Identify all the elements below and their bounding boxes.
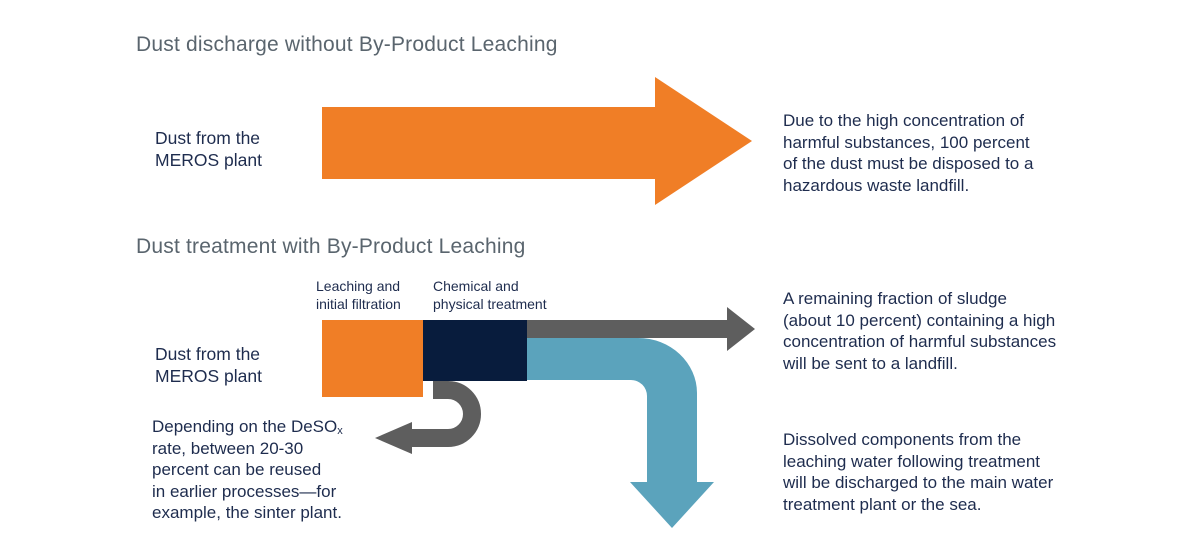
section1-source-label: Dust from the MEROS plant [155, 128, 262, 170]
reuse-note-prefix: Depending on the DeSO [152, 417, 338, 436]
reuse-note-suffix: rate, between 20-30 percent can be reuse… [152, 438, 342, 522]
discharge-result-text: Due to the high concentration of harmful… [783, 111, 1034, 195]
water-result-text: Dissolved components from the leaching w… [783, 430, 1054, 514]
discharge-arrow-icon [322, 77, 752, 205]
reuse-return-arrow-icon [412, 381, 482, 447]
reuse-return-arrowhead-icon [375, 422, 412, 454]
sludge-result-text: A remaining fraction of sludge (about 10… [783, 289, 1057, 373]
section2-source-label: Dust from the MEROS plant [155, 344, 262, 386]
treatment-stage-box [423, 320, 527, 381]
section2-title: Dust treatment with By-Product Leaching [136, 235, 526, 258]
leaching-stage-box [322, 320, 423, 397]
reuse-note-text: Depending on the DeSOx rate, between 20-… [152, 416, 412, 524]
water-discharge-arrow-icon [515, 338, 714, 528]
sludge-arrow-icon [515, 307, 755, 351]
reuse-note-subscript: x [337, 425, 343, 437]
stage-label-treatment: Chemical and physical treatment [433, 278, 547, 312]
stage-label-leaching: Leaching and initial filtration [316, 278, 401, 312]
section1-title: Dust discharge without By-Product Leachi… [136, 33, 558, 56]
